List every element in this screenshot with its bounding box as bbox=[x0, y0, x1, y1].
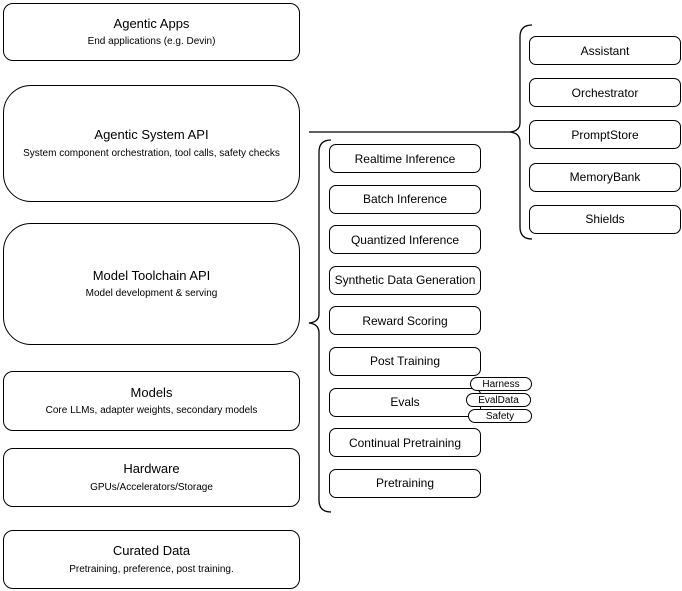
node-evals: Evals bbox=[329, 387, 481, 417]
node-models: Models Core LLMs, adapter weights, secon… bbox=[3, 371, 300, 431]
node-agentic-system-api: Agentic System API System component orch… bbox=[3, 85, 300, 202]
node-pretraining: Pretraining bbox=[329, 468, 481, 498]
node-model-toolchain-api: Model Toolchain API Model development & … bbox=[3, 223, 300, 345]
node-assistant: Assistant bbox=[529, 36, 681, 65]
node-reward-scoring: Reward Scoring bbox=[329, 306, 481, 336]
node-subtitle: End applications (e.g. Devin) bbox=[87, 36, 216, 48]
toolchain-group: Realtime Inference Batch Inference Quant… bbox=[329, 144, 481, 498]
node-subtitle: Model development & serving bbox=[85, 288, 218, 300]
node-title: Agentic Apps bbox=[113, 15, 190, 31]
node-subtitle: System component orchestration, tool cal… bbox=[23, 147, 280, 159]
tag-harness: Harness bbox=[470, 377, 532, 391]
system-group: Assistant Orchestrator PromptStore Memor… bbox=[529, 36, 681, 234]
node-post-training: Post Training bbox=[329, 346, 481, 376]
node-title: Model Toolchain API bbox=[92, 267, 211, 283]
node-title: Curated Data bbox=[112, 543, 191, 559]
node-hardware: Hardware GPUs/Accelerators/Storage bbox=[3, 448, 300, 507]
node-synthetic-data-generation: Synthetic Data Generation bbox=[329, 265, 481, 295]
node-promptstore: PromptStore bbox=[529, 120, 681, 150]
node-shields: Shields bbox=[529, 204, 681, 234]
node-agentic-apps: Agentic Apps End applications (e.g. Devi… bbox=[3, 3, 300, 61]
node-continual-pretraining: Continual Pretraining bbox=[329, 428, 481, 458]
node-title: Models bbox=[130, 384, 173, 400]
node-batch-inference: Batch Inference bbox=[329, 184, 481, 214]
node-subtitle: Core LLMs, adapter weights, secondary mo… bbox=[45, 405, 258, 417]
toolchain-brace bbox=[308, 139, 332, 513]
node-title: Hardware bbox=[123, 461, 180, 477]
node-orchestrator: Orchestrator bbox=[529, 78, 681, 108]
node-title: Agentic System API bbox=[94, 127, 209, 143]
tag-safety: Safety bbox=[468, 409, 532, 423]
node-quantized-inference: Quantized Inference bbox=[329, 225, 481, 255]
node-subtitle: Pretraining, preference, post training. bbox=[69, 563, 234, 575]
tag-evaldata: EvalData bbox=[466, 393, 531, 407]
node-curated-data: Curated Data Pretraining, preference, po… bbox=[3, 530, 300, 589]
node-realtime-inference: Realtime Inference bbox=[329, 144, 481, 173]
node-subtitle: GPUs/Accelerators/Storage bbox=[90, 481, 213, 493]
node-memorybank: MemoryBank bbox=[529, 162, 681, 192]
